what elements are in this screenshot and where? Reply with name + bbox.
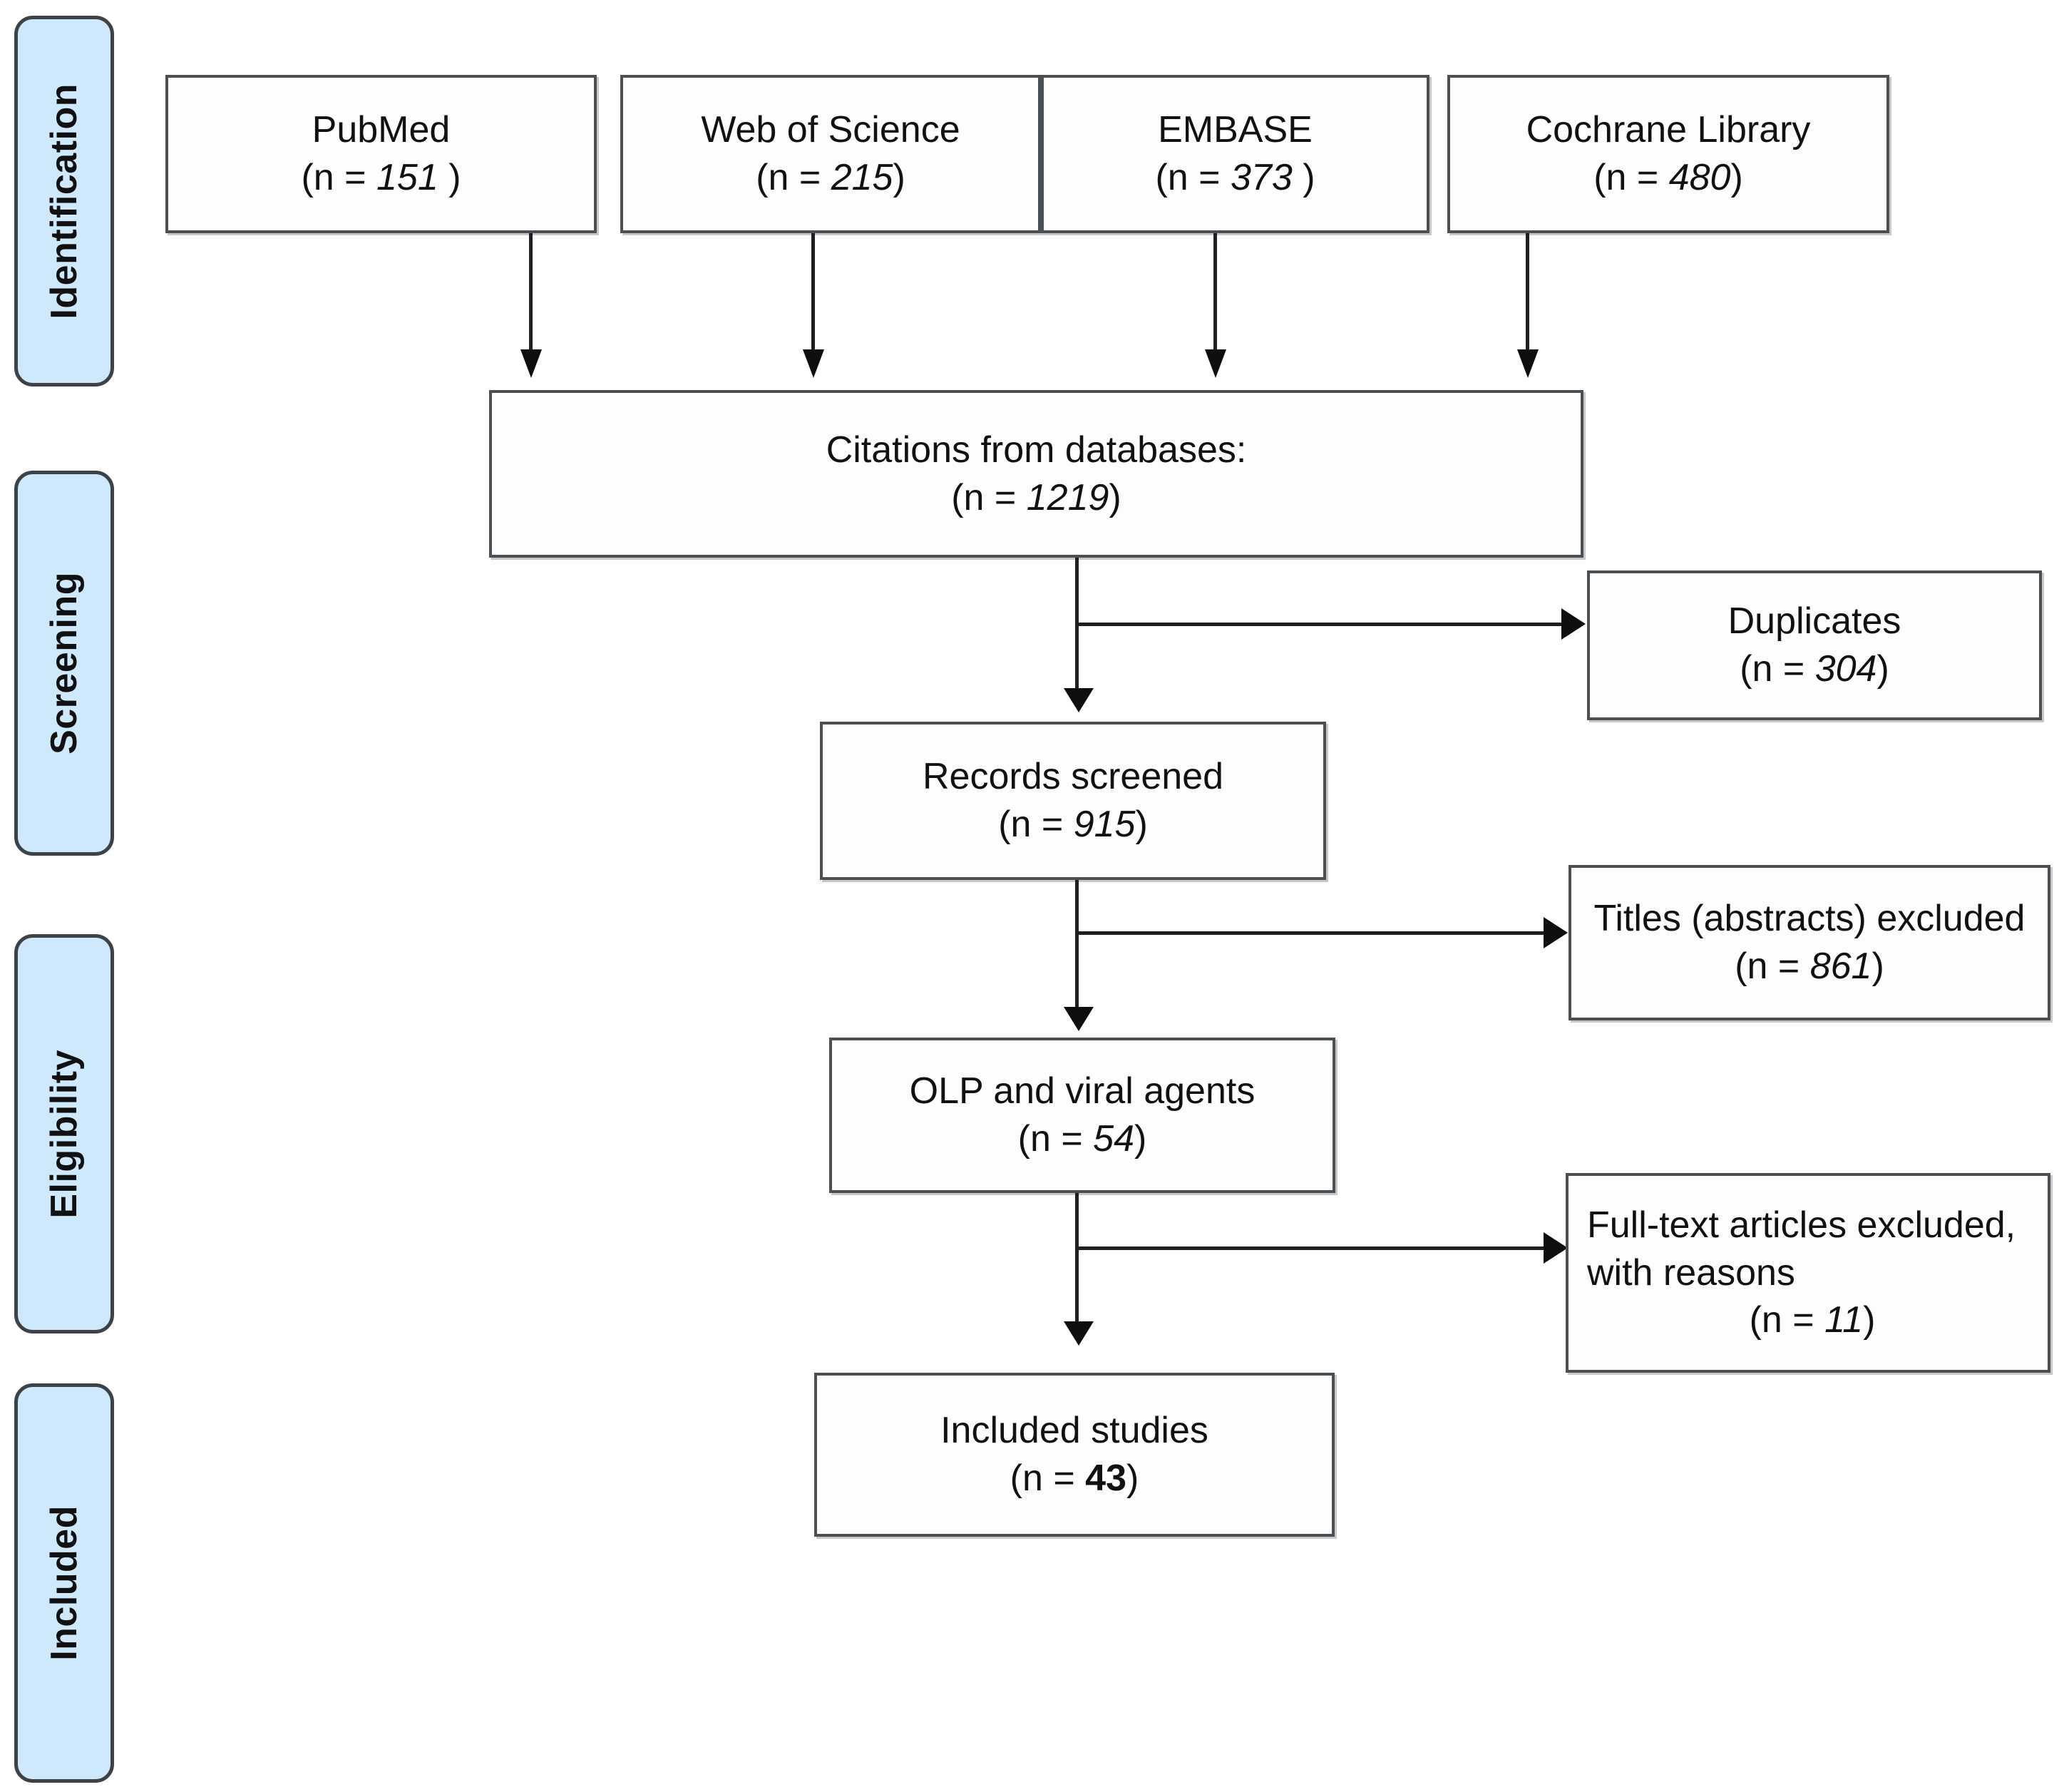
- count-prefix: (n =: [998, 804, 1074, 845]
- count-value: 861: [1809, 946, 1872, 987]
- arrowhead-cochrane-to-citations: [1517, 349, 1539, 378]
- arrowhead-embase-to-citations: [1205, 349, 1226, 378]
- source-count-embase: (n = 373 ): [1155, 154, 1315, 202]
- arrowhead-olp-to-fulltext-excluded: [1544, 1232, 1568, 1264]
- count-suffix: ): [1135, 804, 1148, 845]
- fulltext-excluded-title-line1: Full-text articles excluded,: [1587, 1204, 2016, 1246]
- arrowhead-pubmed-to-citations: [520, 349, 542, 378]
- count-suffix: ): [1292, 157, 1315, 198]
- phase-label-included: Included: [43, 1505, 85, 1661]
- records-screened-count: (n = 915): [998, 801, 1148, 849]
- phase-screening: Screening: [14, 471, 114, 856]
- source-name-pubmed: PubMed: [312, 109, 451, 151]
- count-suffix: ): [1730, 157, 1743, 198]
- citations-count: (n = 1219): [951, 474, 1121, 522]
- citations-title: Citations from databases:: [826, 429, 1247, 471]
- count-prefix: (n =: [1010, 1458, 1086, 1499]
- count-suffix: ): [1126, 1458, 1139, 1499]
- node-duplicates: Duplicates (n = 304): [1587, 570, 2042, 720]
- fulltext-excluded-title-line2: with reasons: [1587, 1251, 1795, 1294]
- connector-records-to-olp: [1075, 880, 1079, 1015]
- phase-included: Included: [14, 1383, 114, 1783]
- included-studies-title: Included studies: [940, 1410, 1208, 1452]
- source-name-web-of-science: Web of Science: [701, 109, 960, 151]
- count-prefix: (n =: [1593, 157, 1669, 198]
- arrowhead-citations-to-duplicates: [1561, 608, 1586, 640]
- count-prefix: (n =: [1735, 946, 1810, 987]
- node-olp-and-viral-agents: OLP and viral agents (n = 54): [829, 1038, 1335, 1193]
- arrowhead-records-to-titles-excluded: [1544, 917, 1568, 948]
- connector-olp-to-fulltext-excluded: [1075, 1246, 1549, 1250]
- titles-excluded-count: (n = 861): [1735, 943, 1884, 990]
- count-suffix: ): [1872, 946, 1884, 987]
- node-records-screened: Records screened (n = 915): [820, 722, 1326, 880]
- phase-label-eligibility: Eligibility: [43, 1049, 85, 1219]
- count-prefix: (n =: [951, 476, 1027, 518]
- source-count-pubmed: (n = 151 ): [301, 154, 461, 202]
- connector-olp-to-included: [1075, 1193, 1079, 1330]
- count-prefix: (n =: [756, 157, 831, 198]
- count-value: 480: [1668, 157, 1731, 198]
- phase-label-identification: Identification: [43, 83, 85, 319]
- connector-citations-to-records: [1075, 558, 1079, 697]
- phase-label-screening: Screening: [43, 572, 85, 754]
- node-source-pubmed: PubMed (n = 151 ): [165, 75, 597, 233]
- count-value: 1219: [1026, 476, 1109, 518]
- count-value: 215: [831, 157, 893, 198]
- records-screened-title: Records screened: [923, 756, 1223, 798]
- source-count-cochrane-library: (n = 480): [1593, 154, 1743, 202]
- count-suffix: ): [1109, 476, 1121, 518]
- count-value: 11: [1824, 1299, 1864, 1341]
- node-source-embase: EMBASE (n = 373 ): [1041, 75, 1429, 233]
- duplicates-count: (n = 304): [1740, 645, 1889, 693]
- count-value: 151: [376, 157, 438, 198]
- count-prefix: (n =: [1017, 1118, 1094, 1159]
- count-prefix: (n =: [1749, 1299, 1825, 1341]
- count-prefix: (n =: [1155, 157, 1231, 198]
- connector-wos-to-citations: [811, 233, 815, 354]
- node-included-studies: Included studies (n = 43): [814, 1373, 1335, 1537]
- duplicates-title: Duplicates: [1727, 600, 1901, 642]
- count-prefix: (n =: [301, 157, 376, 198]
- count-value: 43: [1085, 1458, 1126, 1499]
- count-suffix: ): [438, 157, 461, 198]
- included-studies-count: (n = 43): [1010, 1455, 1139, 1502]
- arrowhead-olp-to-included: [1064, 1321, 1094, 1346]
- count-suffix: ): [1863, 1299, 1876, 1341]
- count-value: 54: [1093, 1118, 1134, 1159]
- olp-viral-count: (n = 54): [1018, 1115, 1147, 1163]
- phase-identification: Identification: [14, 16, 114, 386]
- node-titles-excluded: Titles (abstracts) excluded (n = 861): [1568, 865, 2050, 1020]
- titles-excluded-title: Titles (abstracts) excluded: [1593, 898, 2026, 940]
- source-name-cochrane-library: Cochrane Library: [1526, 109, 1811, 151]
- node-source-web-of-science: Web of Science (n = 215): [620, 75, 1041, 233]
- arrowhead-citations-to-records: [1064, 688, 1094, 712]
- connector-embase-to-citations: [1213, 233, 1217, 354]
- count-value: 304: [1814, 648, 1877, 690]
- connector-cochrane-to-citations: [1526, 233, 1529, 354]
- node-source-cochrane-library: Cochrane Library (n = 480): [1447, 75, 1889, 233]
- source-count-web-of-science: (n = 215): [756, 154, 905, 202]
- count-suffix: ): [1876, 648, 1889, 690]
- fulltext-excluded-count: (n = 11): [1750, 1296, 1876, 1344]
- count-suffix: ): [1134, 1118, 1147, 1159]
- connector-records-to-titles-excluded: [1075, 931, 1549, 935]
- count-value: 915: [1073, 804, 1136, 845]
- phase-eligibility: Eligibility: [14, 934, 114, 1333]
- node-fulltext-excluded: Full-text articles excluded, with reason…: [1566, 1173, 2050, 1373]
- count-suffix: ): [893, 157, 905, 198]
- count-value: 373: [1230, 157, 1293, 198]
- arrowhead-records-to-olp: [1064, 1007, 1094, 1031]
- arrowhead-wos-to-citations: [803, 349, 824, 378]
- olp-viral-title: OLP and viral agents: [909, 1070, 1256, 1112]
- count-prefix: (n =: [1740, 648, 1815, 690]
- connector-pubmed-to-citations: [529, 233, 533, 354]
- node-citations-from-databases: Citations from databases: (n = 1219): [489, 390, 1583, 558]
- connector-citations-to-duplicates: [1075, 623, 1567, 626]
- source-name-embase: EMBASE: [1158, 109, 1313, 151]
